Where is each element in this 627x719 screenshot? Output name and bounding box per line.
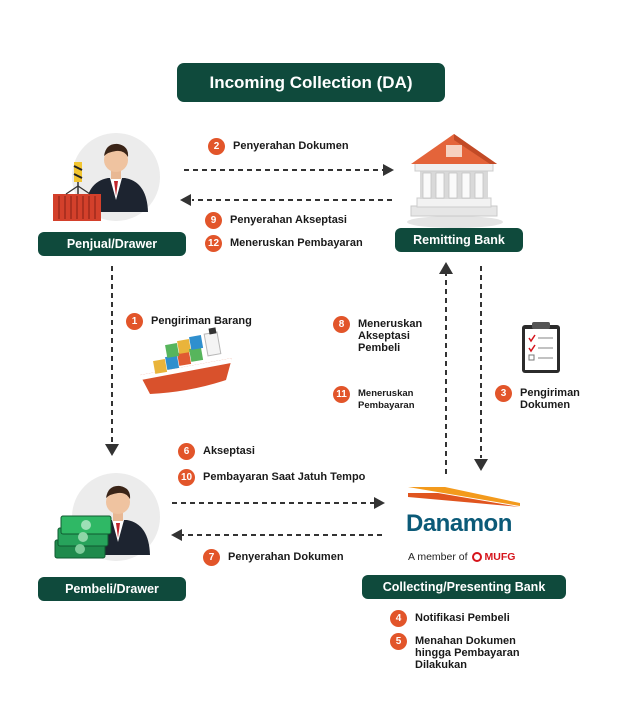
step-text: Penyerahan Dokumen	[228, 551, 344, 563]
seller-label: Penjual/Drawer	[38, 232, 186, 256]
step-text: Meneruskan Pembayaran	[358, 388, 415, 411]
step-3: 3 Pengiriman Dokumen	[495, 385, 582, 411]
step-9: 9 Penyerahan Akseptasi	[205, 212, 347, 229]
step-10: 10 Pembayaran Saat Jatuh Tempo	[178, 469, 365, 486]
step-7: 7 Penyerahan Dokumen	[203, 549, 344, 566]
member-group: MUFG	[484, 551, 516, 563]
step-number: 5	[390, 633, 407, 650]
step-text: Notifikasi Pembeli	[415, 612, 510, 624]
step-4: 4 Notifikasi Pembeli	[390, 610, 510, 627]
step-6: 6 Akseptasi	[178, 443, 255, 460]
step-text: Meneruskan Akseptasi Pembeli	[358, 318, 423, 354]
step-number: 3	[495, 385, 512, 402]
step-text: Pengiriman Barang	[151, 315, 252, 327]
step-text: Meneruskan Pembayaran	[230, 237, 363, 249]
step-number: 6	[178, 443, 195, 460]
buyer-label: Pembeli/Drawer	[38, 577, 186, 601]
step-11: 11 Meneruskan Pembayaran	[333, 386, 422, 412]
member-prefix: A member of	[408, 551, 468, 563]
step-text: Pembayaran Saat Jatuh Tempo	[203, 471, 366, 483]
step-text: Pengiriman Dokumen	[520, 387, 580, 411]
mufg-member-line: A member of MUFG	[408, 551, 515, 563]
seller-circle	[72, 133, 160, 221]
step-number: 10	[178, 469, 195, 486]
mufg-mark-icon	[471, 552, 482, 562]
step-number: 8	[333, 316, 350, 333]
step-5: 5 Menahan Dokumen hingga Pembayaran Dila…	[390, 633, 535, 671]
buyer-circle	[72, 473, 160, 561]
step-number: 11	[333, 386, 350, 403]
danamon-wordmark: Danamon	[406, 510, 512, 537]
step-number: 9	[205, 212, 222, 229]
step-text: Menahan Dokumen hingga Pembayaran Dilaku…	[415, 635, 520, 671]
diagram-title: Incoming Collection (DA)	[177, 63, 445, 102]
step-text: Penyerahan Dokumen	[233, 140, 349, 152]
collecting-bank-label: Collecting/Presenting Bank	[362, 575, 566, 599]
step-text: Akseptasi	[203, 445, 255, 457]
remitting-bank-label: Remitting Bank	[395, 228, 523, 252]
step-2: 2 Penyerahan Dokumen	[208, 138, 349, 155]
step-12: 12 Meneruskan Pembayaran	[205, 235, 363, 252]
step-number: 1	[126, 313, 143, 330]
step-number: 4	[390, 610, 407, 627]
step-8: 8 Meneruskan Akseptasi Pembeli	[333, 316, 430, 354]
step-number: 12	[205, 235, 222, 252]
step-1: 1 Pengiriman Barang	[126, 313, 252, 330]
step-number: 2	[208, 138, 225, 155]
step-text: Penyerahan Akseptasi	[230, 214, 347, 226]
step-number: 7	[203, 549, 220, 566]
